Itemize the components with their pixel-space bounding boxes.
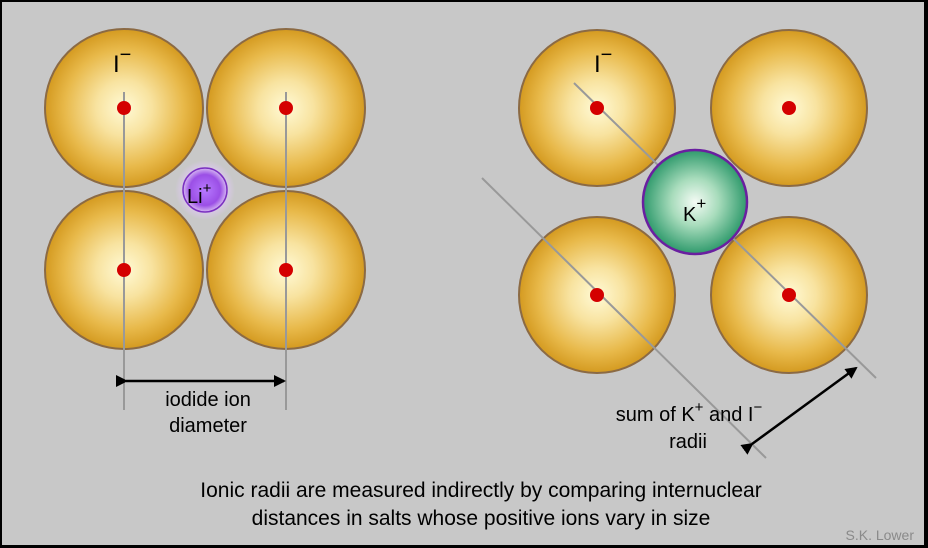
nucleus-dot xyxy=(117,263,131,277)
radii-sum-arrow xyxy=(740,366,858,455)
nucleus-dot xyxy=(782,288,796,302)
nucleus-dot xyxy=(279,101,293,115)
radii-sum-label-line2: radii xyxy=(669,431,707,453)
iodide-ion-label: I− xyxy=(594,44,612,78)
caption-line1: Ionic radii are measured indirectly by c… xyxy=(200,479,761,502)
diameter-label-line1: iodide ion xyxy=(165,389,251,411)
nucleus-guide-line xyxy=(481,177,767,459)
nucleus-dot xyxy=(279,263,293,277)
nucleus-dot xyxy=(782,101,796,115)
potassium-iodide-lattice: K+ I− sum of K+ and I− radii xyxy=(481,29,877,459)
nucleus-dot xyxy=(117,101,131,115)
iodide-ion-label: I− xyxy=(113,44,131,78)
radii-sum-label-line1: sum of K+ and I− xyxy=(616,399,763,426)
diameter-label-line2: diameter xyxy=(169,415,247,437)
nucleus-dot xyxy=(590,101,604,115)
nucleus-dot xyxy=(590,288,604,302)
lithium-ion xyxy=(175,160,235,220)
potassium-ion xyxy=(641,148,749,256)
caption-line2: distances in salts whose positive ions v… xyxy=(252,507,711,530)
author-credit: S.K. Lower xyxy=(846,527,915,543)
lithium-iodide-lattice: Li+ I− iodide ion diameter xyxy=(44,28,366,437)
lithium-ion-label: Li+ xyxy=(187,180,212,208)
potassium-ion-label: K+ xyxy=(683,194,706,226)
